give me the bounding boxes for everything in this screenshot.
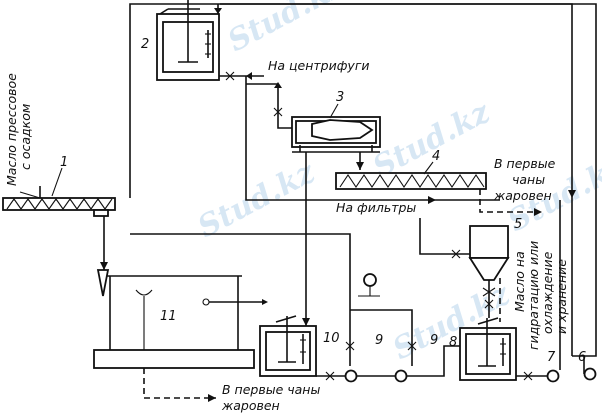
input-oil-label-line1: Масло прессовое — [4, 73, 19, 186]
arrow-icon — [262, 299, 268, 305]
tank-10 — [259, 315, 317, 377]
leader-line — [51, 167, 63, 197]
screw-conveyor-1 — [2, 191, 116, 217]
equipment-number-8: 8 — [449, 335, 457, 350]
oil-outlet-label-line1: Масло на — [512, 251, 527, 312]
equipment-number-3: 3 — [336, 90, 344, 105]
equipment-number-9a: 9 — [375, 333, 383, 348]
label-first-vats-top-1: В первые — [494, 156, 556, 171]
tank-8 — [459, 317, 517, 381]
pump-6-icon — [583, 367, 597, 381]
input-oil-label-line2: с осадком — [18, 104, 33, 170]
equipment-number-6: 6 — [578, 350, 586, 365]
level-sensor-icon — [202, 298, 210, 306]
oil-outlet-label-line2: гидратацию или — [526, 241, 541, 350]
pump-9a-icon — [344, 369, 358, 383]
label-first-vats-top-2: чаны — [512, 172, 545, 187]
leader-line — [423, 161, 434, 175]
equipment-number-9b: 9 — [430, 333, 438, 348]
equipment-number-1: 1 — [60, 155, 68, 170]
pump-9b-icon — [394, 369, 408, 383]
pressure-gauge-icon — [363, 273, 377, 287]
label-first-vats-bottom-2: жаровен — [221, 398, 280, 413]
equipment-number-2: 2 — [141, 37, 149, 52]
pump-7-icon — [546, 369, 560, 383]
oil-outlet-label-line3: охлаждение — [540, 251, 555, 334]
equipment-number-5: 5 — [514, 217, 522, 232]
piping — [100, 3, 597, 402]
label-first-vats-bottom-1: В первые чаны — [222, 382, 320, 397]
label-to-centrifuges: На центрифуги — [268, 58, 370, 73]
label-first-vats-top-3: жаровен — [493, 188, 552, 203]
watermark-text: Stud.kz - Stud — [222, 0, 449, 59]
oil-outlet-label: Масло на гидратацию или охлаждение и хра… — [512, 241, 569, 350]
equipment-number-10: 10 — [323, 331, 340, 346]
equipment-number-4: 4 — [432, 149, 440, 164]
equipment-number-7: 7 — [547, 350, 556, 365]
separator-3 — [291, 116, 381, 153]
tank-2 — [156, 0, 220, 81]
label-to-filters: На фильтры — [336, 200, 416, 215]
tank-11 — [93, 269, 255, 369]
screw-conveyor-4 — [335, 172, 487, 190]
watermark-text: Stud.kz — [367, 94, 496, 185]
oil-outlet-label-line4: и хранение — [554, 259, 569, 334]
input-oil-label: Масло прессовое с осадком — [4, 73, 41, 198]
leader-line — [329, 103, 339, 119]
vessel-5 — [468, 225, 510, 297]
equipment-number-11: 11 — [160, 309, 177, 324]
